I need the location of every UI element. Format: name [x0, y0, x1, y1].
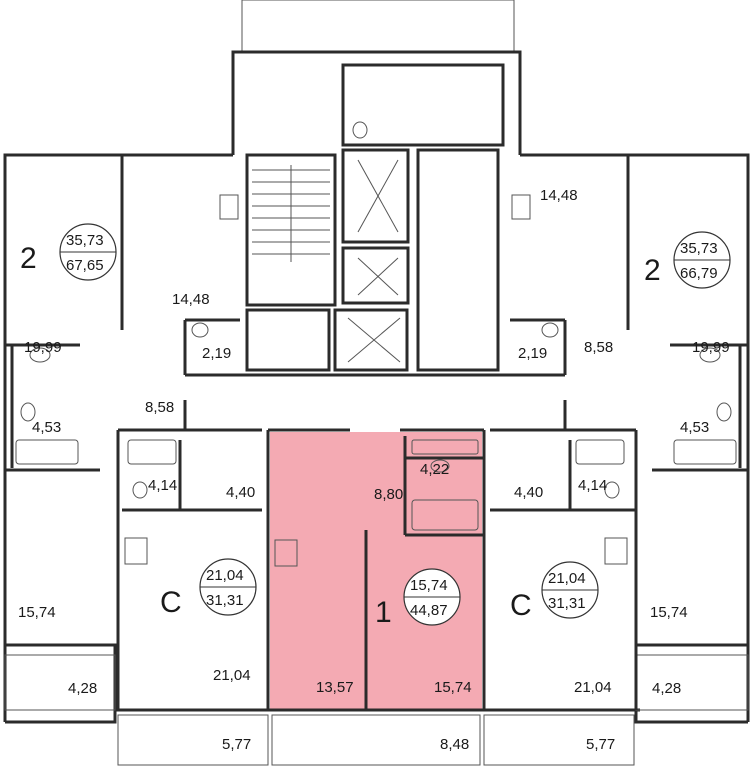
rooms-selected-one-room: 1: [375, 596, 392, 629]
living-area-selected-one-room: 15,74: [410, 577, 448, 594]
area-label: 4,14: [578, 477, 607, 494]
bathroom-fixtures: [15, 121, 737, 531]
area-label: 19,99: [24, 339, 62, 356]
staircase: [252, 165, 330, 262]
area-label: 13,57: [316, 679, 354, 696]
total-area-right-studio: 31,31: [548, 595, 586, 612]
area-label: 8,80: [374, 486, 403, 503]
area-label: 2,19: [518, 345, 547, 362]
area-label: 4,53: [32, 419, 61, 436]
area-label: 8,58: [584, 339, 613, 356]
area-label: 5,77: [586, 736, 615, 753]
selected-apartment-highlight[interactable]: [270, 432, 482, 710]
rooms-left-studio: С: [160, 586, 182, 619]
total-area-left-two-room: 67,65: [66, 257, 104, 274]
living-area-right-studio: 21,04: [548, 570, 586, 587]
area-label: 2,19: [202, 345, 231, 362]
area-label: 4,22: [420, 461, 449, 478]
area-label: 21,04: [213, 667, 251, 684]
area-label: 8,58: [145, 399, 174, 416]
area-label: 19,99: [692, 339, 730, 356]
rooms-right-studio: С: [510, 589, 532, 622]
total-area-right-two-room: 66,79: [680, 265, 718, 282]
area-label: 15,74: [434, 679, 472, 696]
area-label: 14,48: [172, 291, 210, 308]
area-label: 4,28: [68, 680, 97, 697]
area-label: 5,77: [222, 736, 251, 753]
area-label: 4,40: [226, 484, 255, 501]
rooms-left-two-room: 2: [20, 242, 37, 275]
kitchen-stoves: [124, 194, 628, 567]
marker-right-studio[interactable]: С 21,04 31,31: [510, 561, 599, 622]
marker-selected-one-room[interactable]: 1 15,74 44,87: [375, 568, 461, 629]
area-label: 4,40: [514, 484, 543, 501]
living-area-left-studio: 21,04: [206, 567, 244, 584]
area-label: 15,74: [18, 604, 56, 621]
area-label: 4,14: [148, 477, 177, 494]
total-area-selected-one-room: 44,87: [410, 602, 448, 619]
living-area-right-two-room: 35,73: [680, 240, 718, 257]
rooms-right-two-room: 2: [644, 254, 661, 287]
marker-left-two-room[interactable]: 2 35,73 67,65: [20, 223, 117, 281]
area-label: 4,28: [652, 680, 681, 697]
total-area-left-studio: 31,31: [206, 592, 244, 609]
area-label: 8,48: [440, 736, 469, 753]
building-walls: [3, 0, 750, 766]
area-label: 15,74: [650, 604, 688, 621]
area-label: 21,04: [574, 679, 612, 696]
area-label: 14,48: [540, 187, 578, 204]
room-area-labels: 14,48 2,19 8,58 19,99 4,53 15,74 4,28 4,…: [18, 187, 730, 753]
marker-right-two-room[interactable]: 2 35,73 66,79: [644, 231, 731, 289]
marker-left-studio[interactable]: С 21,04 31,31: [160, 558, 257, 619]
area-label: 4,53: [680, 419, 709, 436]
living-area-left-two-room: 35,73: [66, 232, 104, 249]
